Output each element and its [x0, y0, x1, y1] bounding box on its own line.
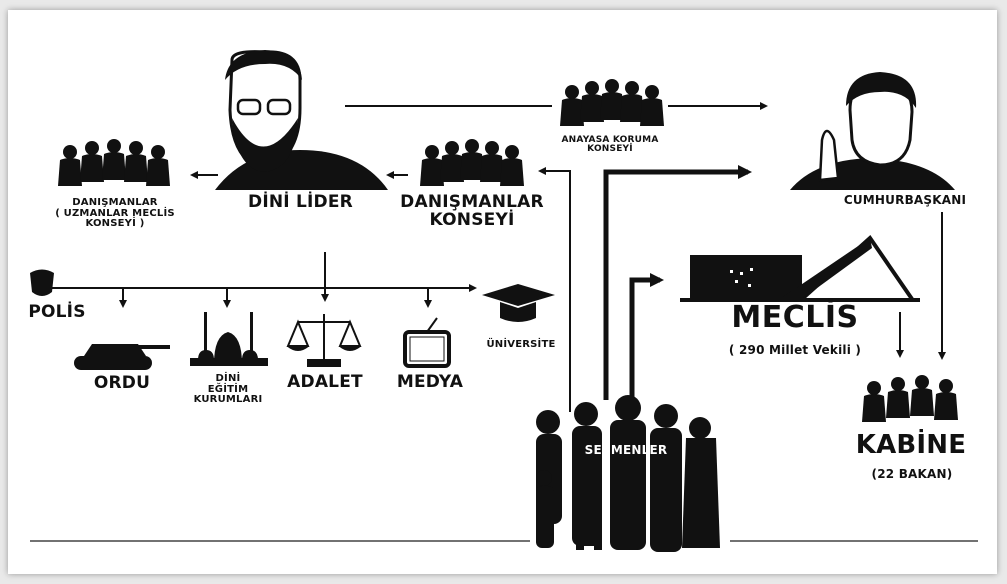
parliament-label: MECLİS	[731, 300, 859, 335]
group-silhouette-icon	[560, 79, 664, 126]
advisory-council-label: DANIŞMANLAR KONSEYİ	[400, 192, 544, 230]
police-badge-icon	[30, 269, 54, 296]
university-label: ÜNİVERSİTE	[486, 339, 556, 350]
cabinet-label: KABİNE	[855, 430, 967, 460]
advisors-left-label: DANIŞMANLAR ( UZMANLAR MECLİS KONSEYİ )	[55, 197, 175, 229]
tv-icon	[403, 317, 451, 368]
media-label: MEDYA	[396, 372, 464, 392]
group-silhouette-icon	[58, 139, 170, 186]
group-silhouette-icon	[862, 375, 958, 422]
justice-label: ADALET	[287, 372, 363, 392]
group-silhouette-icon	[420, 139, 524, 186]
crowd-silhouette-icon	[536, 395, 720, 552]
parliament-sub-label: ( 290 Millet Vekili )	[728, 343, 862, 357]
army-label: ORDU	[93, 373, 151, 393]
graduation-cap-icon	[482, 284, 555, 322]
tank-icon	[74, 344, 170, 370]
police-label: POLİS	[28, 302, 86, 322]
guardian-council-label: ANAYASA KORUMA KONSEYİ	[561, 135, 659, 155]
arrow-voters-parliament	[629, 273, 664, 398]
arrow-voters-council	[538, 167, 571, 412]
voters-label: SEÇMENLER	[584, 443, 668, 457]
president-portrait-icon	[790, 72, 955, 190]
president-label: CUMHURBAŞKANI	[843, 193, 967, 207]
connectors	[42, 102, 946, 412]
arrow-voters-president	[603, 165, 752, 400]
cabinet-sub-label: (22 BAKAN)	[871, 467, 953, 481]
cleric-portrait-icon	[215, 50, 388, 190]
mosque-icon	[190, 312, 268, 366]
parliament-building-icon	[680, 234, 920, 302]
religious-edu-label: DİNİ EĞİTİM KURUMLARI	[193, 373, 263, 405]
leader-label: DİNİ LİDER	[248, 192, 353, 212]
scales-icon	[286, 314, 362, 367]
